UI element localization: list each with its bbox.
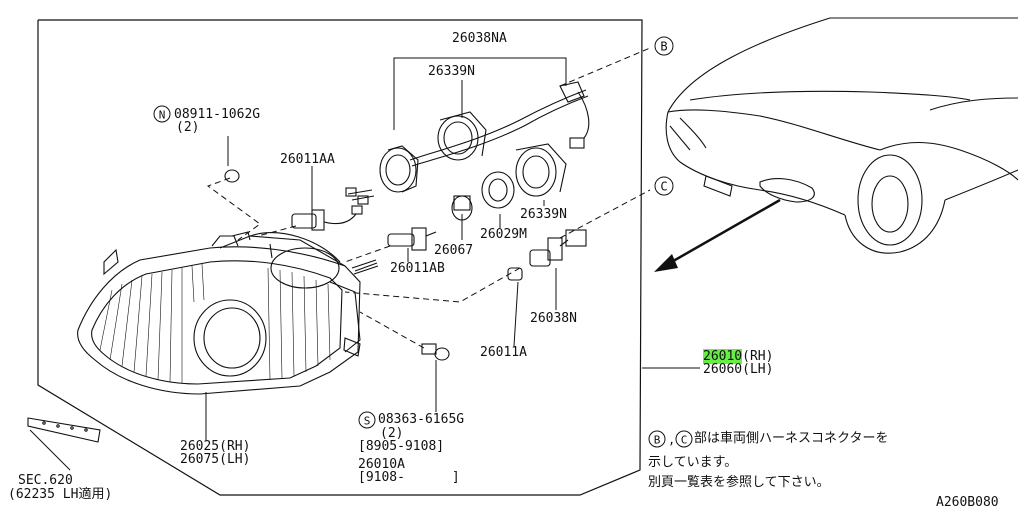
- solid-leaders: [29, 57, 567, 471]
- screw-mark: S: [358, 411, 376, 429]
- label-bolt-code: 08911-1062G: [174, 107, 261, 122]
- label-sec-ref: SEC.620: [18, 473, 73, 488]
- lens-ribbing: [99, 263, 331, 383]
- label-26038N: 26038N: [530, 311, 577, 326]
- main-rh-code-highlight: 26010: [703, 349, 743, 364]
- bulb-26011A: [507, 267, 523, 281]
- dashed-leaders: [206, 47, 651, 349]
- note-comma: ,: [668, 433, 675, 447]
- socket-26038N: [529, 229, 587, 267]
- callout-c-letter: C: [660, 180, 667, 194]
- label-26011A: 26011A: [480, 345, 527, 360]
- note-line-3: 別頁一覧表を参照して下さい。: [648, 475, 830, 490]
- retainer-26339N: [515, 143, 567, 197]
- headlamp-assembly: [77, 231, 379, 395]
- screw-08363: [421, 343, 450, 361]
- label-alt-range: [9108- ]: [358, 470, 460, 485]
- label-26029M: 26029M: [480, 227, 527, 242]
- harness-socket-assembly: [345, 81, 590, 205]
- bulb-26011AA: [291, 205, 363, 231]
- label-screw-range: [8905-9108]: [358, 439, 445, 454]
- label-26011AB: 26011AB: [390, 261, 445, 276]
- main-rh-suffix: (RH): [742, 349, 774, 364]
- label-26038NA: 26038NA: [452, 31, 507, 46]
- note-line-2: 示しています。: [648, 455, 738, 470]
- note-c-letter: C: [681, 434, 688, 447]
- label-26011AA: 26011AA: [280, 152, 335, 167]
- bolt-mark: N: [153, 105, 171, 123]
- location-arrow: [654, 198, 781, 272]
- label-26339N-bottom: 26339N: [520, 207, 567, 222]
- label-screw-qty: (2): [380, 426, 404, 441]
- label-alt-code: 26010A: [358, 457, 405, 472]
- label-main-lh: 26060(LH): [703, 362, 774, 377]
- diagram-code: A260B080: [936, 495, 999, 510]
- note-callout-b: B: [648, 430, 666, 448]
- label-sec-note: (62235 LH適用): [8, 487, 113, 502]
- label-lens-lh: 26075(LH): [180, 452, 251, 467]
- screw-mark-letter: S: [364, 415, 371, 428]
- note-line-1: 部は車両側ハーネスコネクターを: [694, 431, 889, 446]
- retainer-26029M: [481, 171, 515, 209]
- bulb-26011AB: [387, 227, 437, 251]
- nut-08911: [224, 169, 240, 183]
- note-b-letter: B: [654, 434, 661, 447]
- label-main-rh: 26010(RH): [703, 349, 774, 364]
- bracket-sec620: [27, 417, 101, 443]
- socket-26067: [451, 195, 473, 221]
- callout-b-letter: B: [660, 40, 667, 54]
- label-lens-rh: 26025(RH): [180, 439, 251, 454]
- label-26339N-top: 26339N: [428, 64, 475, 79]
- callout-b: B: [654, 36, 674, 56]
- assembly-frame: [37, 19, 643, 496]
- callout-c: C: [654, 176, 674, 196]
- label-bolt-qty: (2): [176, 120, 200, 135]
- label-screw-code: 08363-6165G: [378, 412, 465, 427]
- vehicle-illustration: [665, 17, 1019, 254]
- note-callout-c: C: [675, 430, 693, 448]
- bolt-mark-letter: N: [159, 109, 166, 122]
- label-26067: 26067: [434, 243, 474, 258]
